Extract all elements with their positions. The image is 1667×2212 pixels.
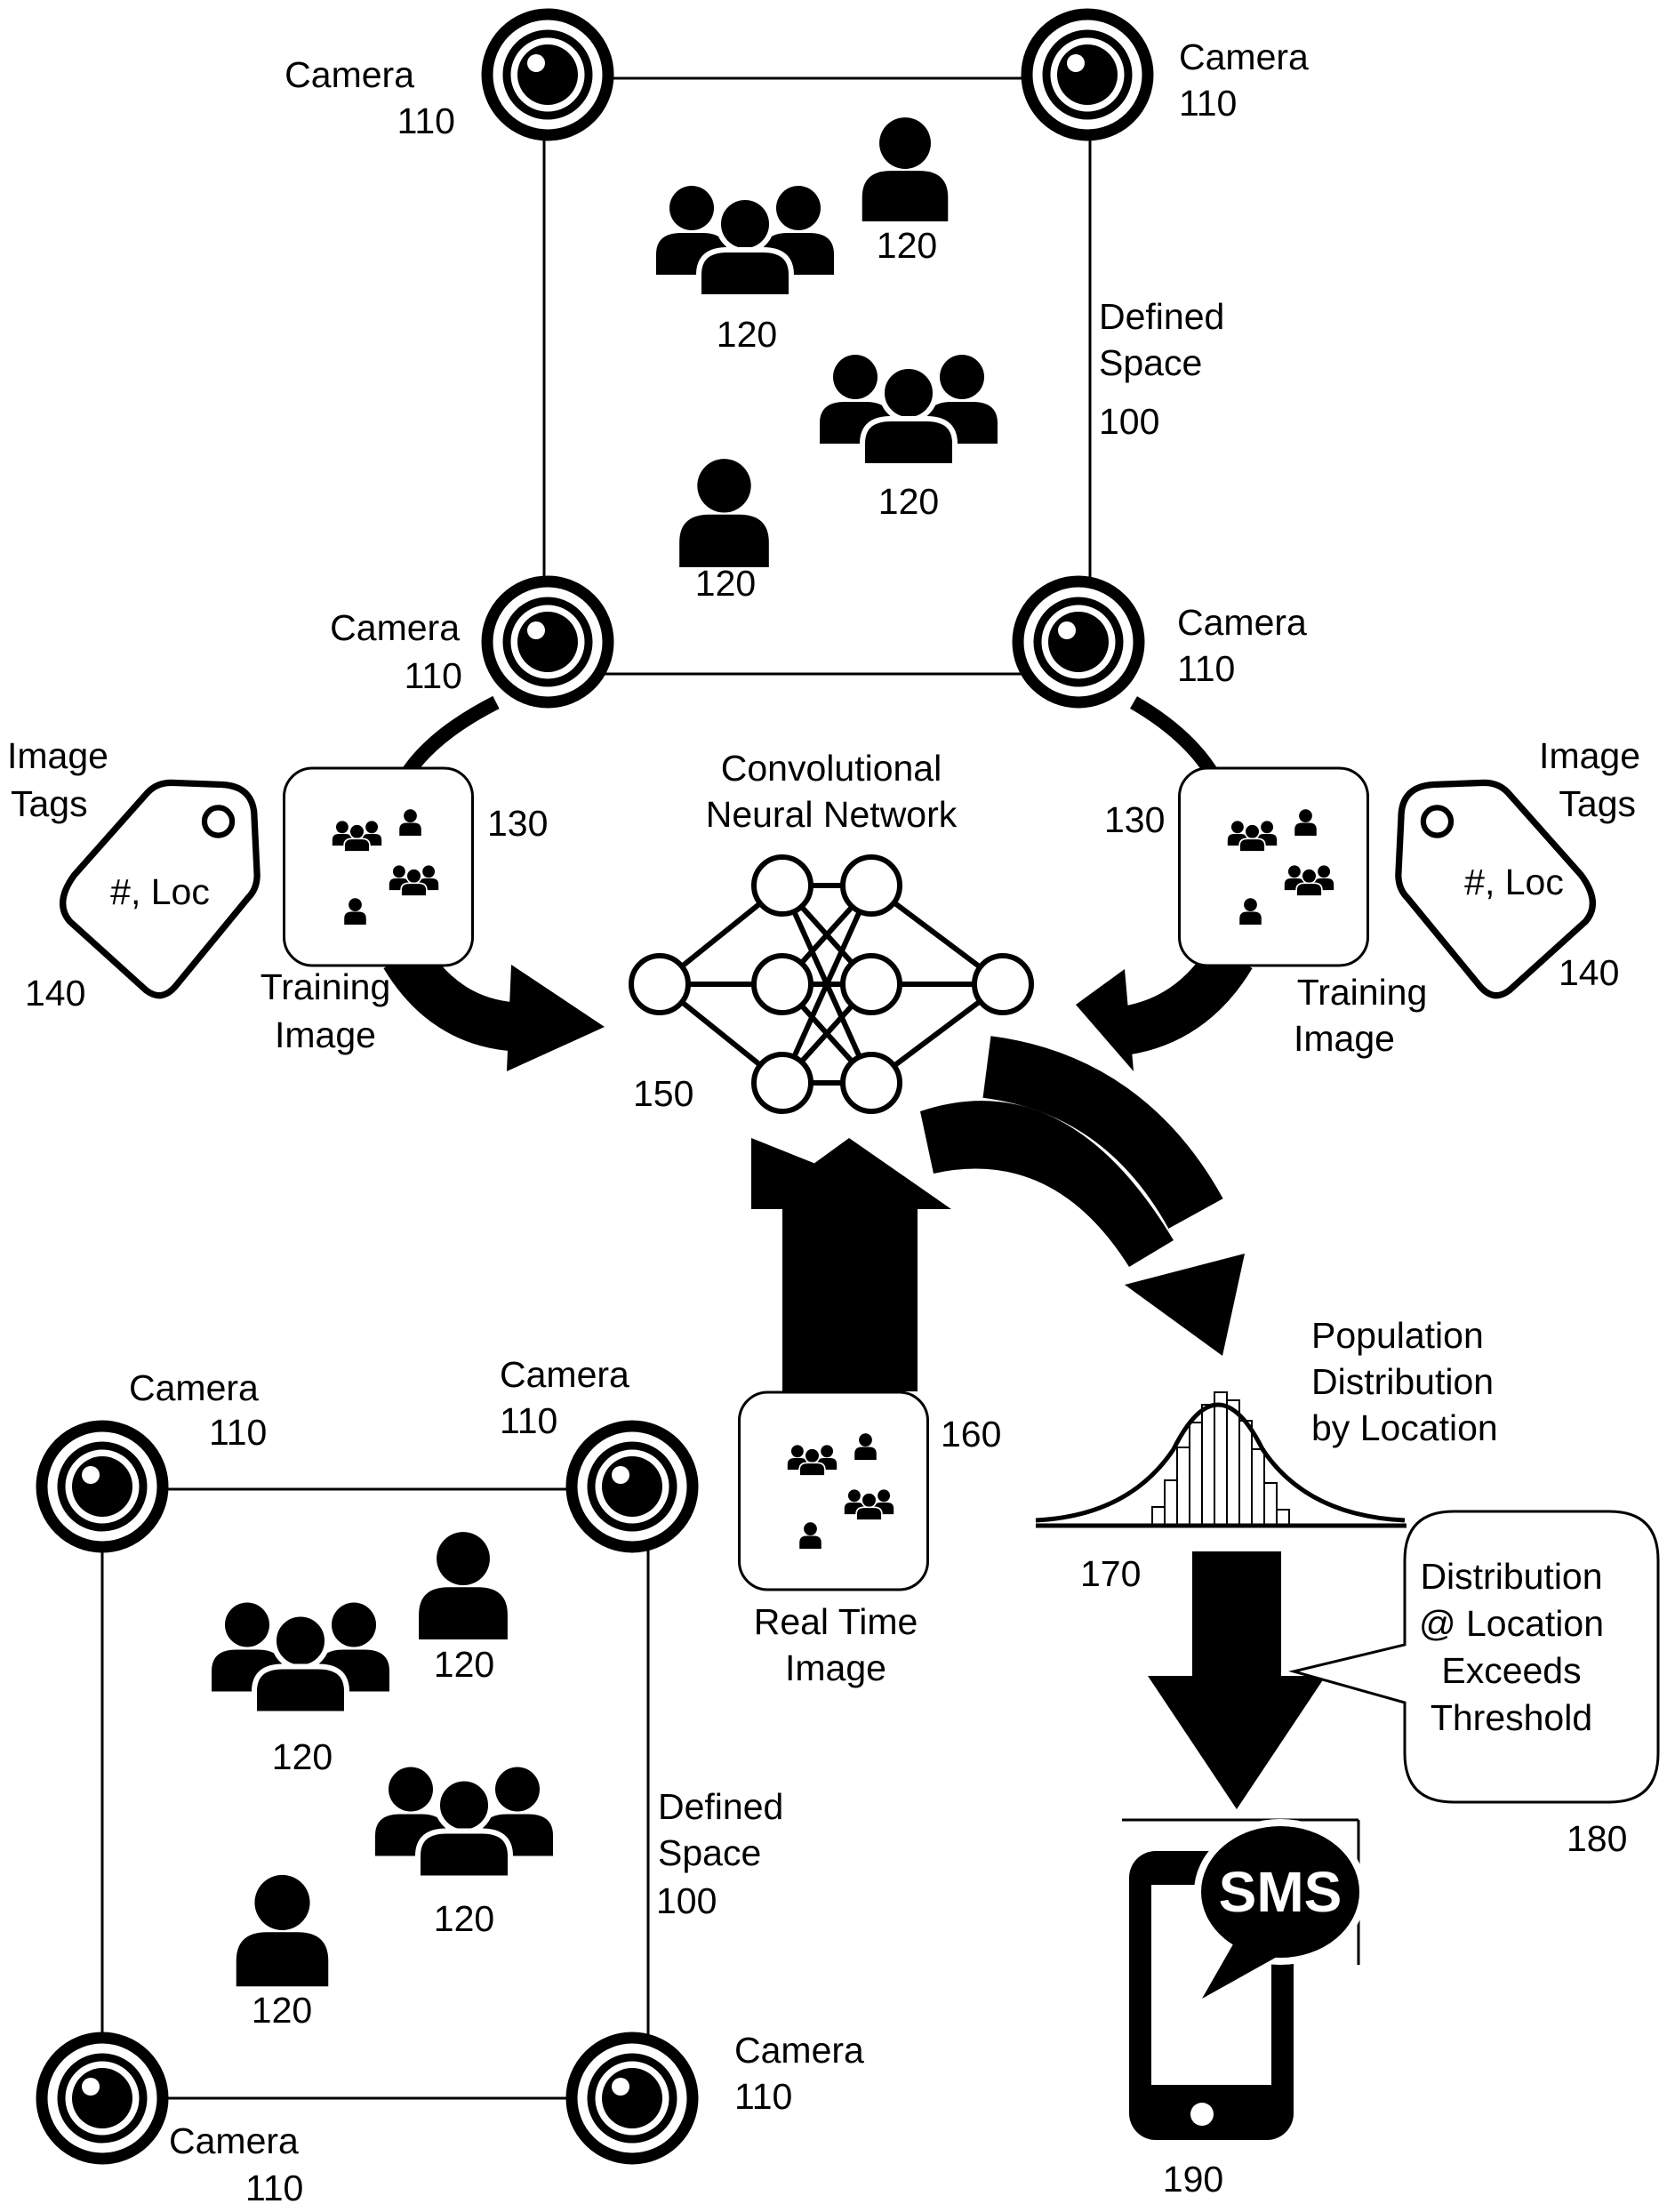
group-icon	[656, 186, 834, 297]
camera-label: Camera	[734, 2030, 864, 2071]
distribution-label: by Location	[1311, 1407, 1498, 1448]
training-image-ref: 130	[487, 803, 548, 844]
arrow-icon	[507, 965, 605, 1071]
top-defined-space: Camera 110 Camera 110 Camera 110 Camera …	[285, 14, 1309, 702]
distribution-ref: 170	[1080, 1553, 1141, 1594]
realtime-input: 160 Real Time Image	[740, 1138, 1001, 1688]
person-ref: 120	[434, 1898, 494, 1939]
training-image-panel	[285, 768, 473, 966]
cnn-title: Convolutional	[721, 748, 942, 789]
bottom-defined-space: Camera 110 Camera 110 Camera 110 Camera …	[42, 1354, 864, 2208]
sms-text: SMS	[1219, 1860, 1342, 1924]
camera-label: Camera	[330, 607, 460, 648]
camera-icon	[1027, 14, 1148, 135]
person-ref: 120	[717, 314, 777, 355]
camera-label: Camera	[129, 1367, 259, 1408]
arrow-icon	[1148, 1551, 1326, 1809]
camera-label: Camera	[169, 2120, 299, 2161]
person-icon	[862, 117, 949, 221]
bell-curve-histogram-icon	[1035, 1391, 1407, 1528]
training-image-label: Image	[1294, 1018, 1395, 1059]
callout-text: @ Location	[1419, 1603, 1604, 1644]
space-label: Defined	[1099, 296, 1224, 337]
training-input-right: Image Tags #, Loc 140 130 Training Image	[1076, 696, 1640, 1071]
camera-ref: 110	[245, 2168, 303, 2208]
callout-text: Distribution	[1420, 1556, 1602, 1597]
camera-icon	[487, 581, 608, 702]
person-ref: 120	[877, 225, 937, 266]
person-icon	[419, 1532, 508, 1639]
realtime-ref: 160	[941, 1414, 1001, 1455]
training-image-label: Training	[1297, 972, 1428, 1013]
camera-icon	[487, 14, 608, 135]
space-label: Defined	[658, 1786, 783, 1827]
space-ref: 100	[1099, 401, 1159, 442]
tag-ref: 140	[1559, 952, 1619, 993]
person-ref: 120	[695, 563, 756, 604]
arrow-icon	[1076, 969, 1134, 1071]
tag-label: Tags	[1559, 783, 1636, 824]
camera-label: Camera	[285, 54, 414, 95]
callout-text: Exceeds	[1441, 1650, 1581, 1691]
camera-ref: 110	[734, 2076, 792, 2117]
tag-text: #, Loc	[1464, 862, 1564, 902]
group-icon	[212, 1603, 389, 1714]
space-label: Space	[658, 1832, 761, 1873]
callout-text: Threshold	[1431, 1697, 1592, 1738]
cnn-ref: 150	[633, 1073, 693, 1114]
person-icon	[679, 459, 769, 567]
sms-bubble-icon: SMS	[1194, 1819, 1366, 1999]
camera-icon	[572, 1426, 693, 1547]
camera-label: Camera	[1179, 36, 1309, 77]
distribution-label: Distribution	[1311, 1361, 1494, 1402]
tag-ref: 140	[25, 973, 85, 1014]
camera-ref: 110	[405, 655, 462, 696]
arrow-icon	[920, 1101, 1174, 1267]
camera-icon	[42, 1426, 163, 1547]
threshold-callout: Distribution @ Location Exceeds Threshol…	[1288, 1510, 1660, 1859]
camera-icon	[1018, 581, 1139, 702]
neural-network-icon	[629, 854, 1034, 1114]
person-ref: 120	[252, 1990, 312, 2031]
tag-label: Tags	[11, 783, 88, 824]
group-icon	[375, 1767, 553, 1879]
cnn-title: Neural Network	[706, 794, 958, 835]
space-ref: 100	[656, 1880, 717, 1921]
training-image-panel	[1180, 768, 1368, 966]
person-ref: 120	[272, 1736, 333, 1777]
camera-label: Camera	[1177, 602, 1307, 643]
group-icon	[820, 355, 998, 466]
camera-icon	[572, 2038, 693, 2159]
tag-text: #, Loc	[110, 871, 210, 912]
training-input-left: Image Tags #, Loc 140 130 Training Image	[7, 695, 605, 1071]
training-image-label: Image	[275, 1014, 376, 1055]
tag-label: Image	[7, 735, 108, 776]
person-ref: 120	[434, 1644, 494, 1685]
camera-label: Camera	[500, 1354, 629, 1395]
camera-icon	[42, 2038, 163, 2159]
camera-ref: 110	[1177, 648, 1235, 689]
distribution-label: Population	[1311, 1315, 1484, 1356]
realtime-label: Real Time	[754, 1601, 918, 1642]
tag-label: Image	[1539, 735, 1640, 776]
camera-ref: 110	[397, 100, 455, 141]
training-image-ref: 130	[1104, 799, 1165, 840]
space-label: Space	[1099, 342, 1202, 383]
training-image-label: Training	[260, 966, 391, 1007]
phone-ref: 190	[1163, 2159, 1223, 2200]
realtime-label: Image	[785, 1647, 886, 1688]
camera-ref: 110	[1179, 83, 1237, 124]
camera-ref: 110	[209, 1412, 267, 1453]
camera-ref: 110	[500, 1400, 557, 1441]
person-ref: 120	[878, 481, 939, 522]
callout-ref: 180	[1567, 1818, 1627, 1859]
realtime-image-panel	[740, 1392, 928, 1590]
person-icon	[236, 1874, 329, 1987]
